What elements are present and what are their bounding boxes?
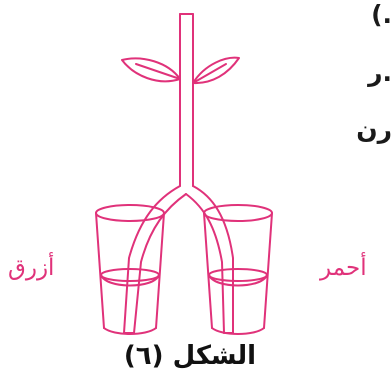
cup-right	[204, 205, 272, 334]
label-red: أحمر	[320, 257, 367, 280]
cup-left	[96, 205, 164, 334]
plant-stem	[180, 14, 193, 186]
leaf-right	[193, 58, 239, 83]
leaf-left	[122, 58, 180, 81]
figure-caption: الشكل (٦)	[115, 343, 265, 369]
label-blue: أزرق	[8, 257, 54, 280]
